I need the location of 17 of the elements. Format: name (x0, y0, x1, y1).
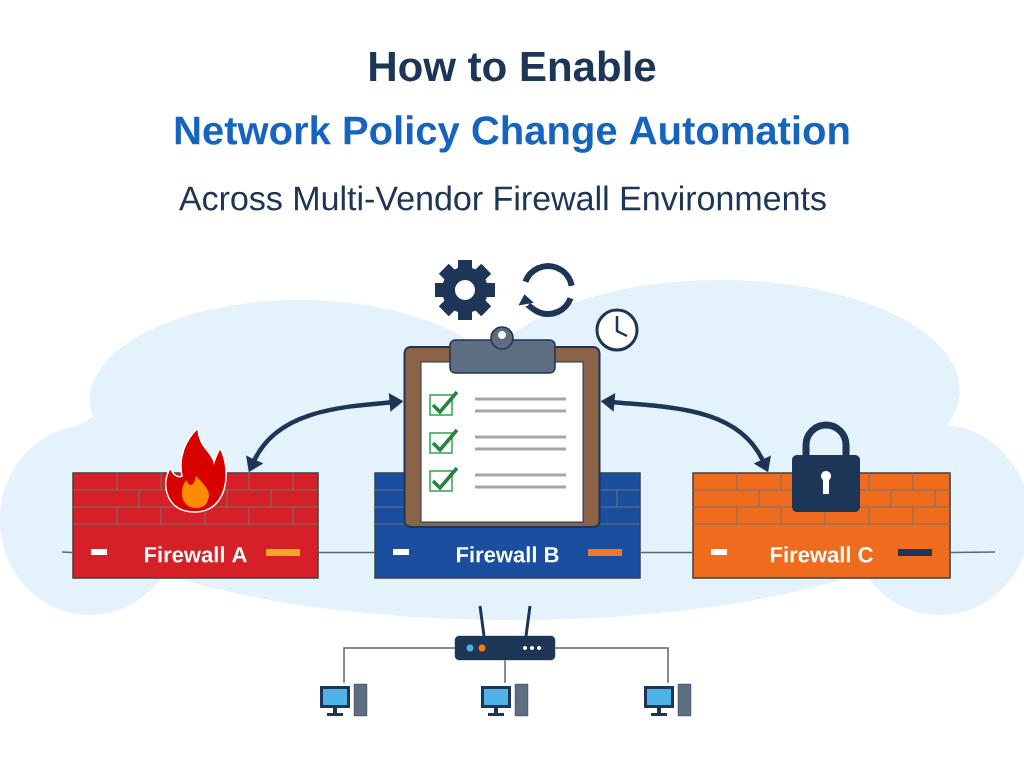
subtitle: Network Policy Change Automation (175, 115, 849, 153)
router-drawing (454, 604, 556, 661)
connector-line (343, 647, 456, 684)
connector-line (640, 551, 693, 554)
connector-line (61, 551, 73, 554)
firewall-box: Firewall C (692, 472, 951, 579)
connector-line (554, 647, 669, 684)
subtitle: Across Multi-Vendor Firewall Environments (179, 185, 826, 211)
computer-icon (644, 683, 692, 717)
title: How to Enable (370, 50, 656, 82)
computer-icon (320, 683, 368, 717)
clipboard-drawing (403, 326, 601, 528)
connector-line (950, 551, 996, 554)
connector-line (318, 551, 375, 554)
connector-line (504, 659, 506, 684)
firewall-box: Firewall A (72, 472, 319, 579)
computer-icon (481, 683, 529, 717)
